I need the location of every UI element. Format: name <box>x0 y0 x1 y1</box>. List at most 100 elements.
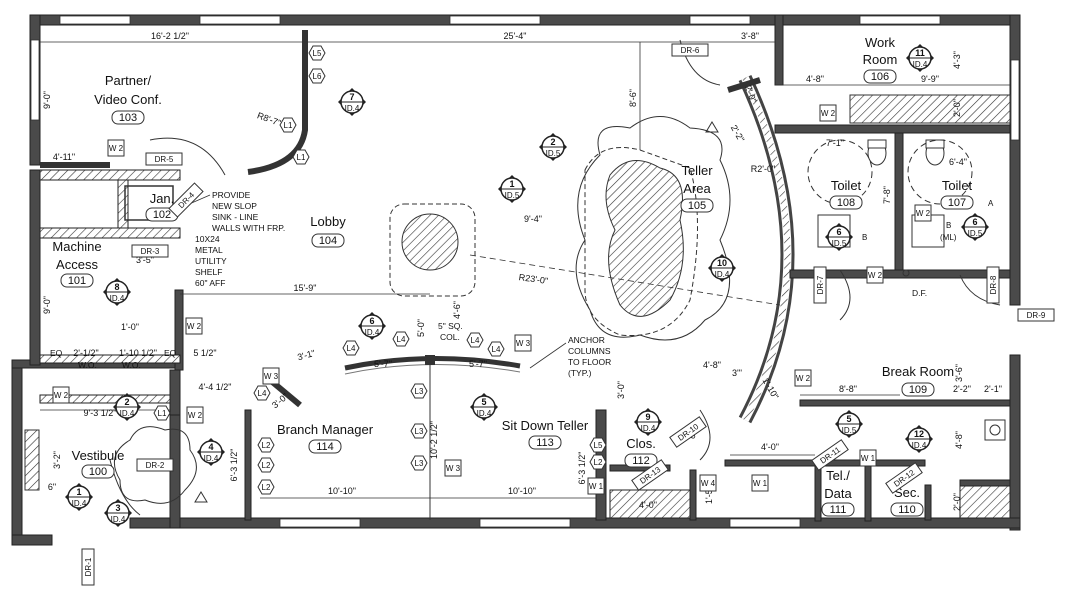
elevation-tag: L4 <box>342 340 360 356</box>
section-ref: ID.5 <box>968 229 983 238</box>
wall-tag: W 3 <box>444 459 462 477</box>
door-label: DR-8 <box>989 275 998 294</box>
room-number: 109 <box>909 384 927 396</box>
section-number: 6 <box>972 217 977 227</box>
door-tag: DR-8 <box>986 266 1000 304</box>
room-name: Room <box>863 52 898 67</box>
door-tag: DR-3 <box>131 244 169 258</box>
dimension-label: 4'-0" <box>761 442 779 452</box>
dimension-label: 4'-11" <box>53 152 75 162</box>
room-name: Teller <box>681 163 713 178</box>
elevation-label: L5 <box>594 441 603 450</box>
wall-tag: W 2 <box>185 317 203 335</box>
room-break-room: Break Room 109 <box>882 364 954 397</box>
room-name: Partner/ <box>105 73 152 88</box>
room-toilet-108: Toilet 108 <box>829 178 863 210</box>
dimension-label: R8'-7" <box>256 110 282 128</box>
dimension-label: 4'-8" <box>703 360 721 370</box>
note-line: 10X24 <box>195 234 220 244</box>
wall-tag-label: W 4 <box>701 479 716 488</box>
section-marker: 8ID.4 <box>103 278 131 306</box>
room-name: Vestibule <box>72 448 125 463</box>
room-number: 102 <box>153 209 171 221</box>
room-name: Clos. <box>626 436 656 451</box>
section-marker: 2ID.5 <box>539 133 567 161</box>
section-ref: ID.5 <box>842 426 857 435</box>
section-ref: ID.4 <box>345 104 360 113</box>
room-name: Video Conf. <box>94 92 162 107</box>
wall-tag: W 2 <box>52 386 70 404</box>
section-marker: 6ID.4 <box>358 312 386 340</box>
elevation-label: L3 <box>415 387 424 396</box>
dimension-label: 25'-4" <box>504 31 527 41</box>
wall-tag-label: W 2 <box>54 391 69 400</box>
dimension-label: 9'-0" <box>42 296 52 314</box>
door-tag: DR-6 <box>671 43 709 57</box>
dimension-label: 6" <box>48 482 56 492</box>
elevation-tag: L4 <box>392 331 410 347</box>
wall-tag-label: W 2 <box>109 144 124 153</box>
note-line: 60" AFF <box>195 278 225 288</box>
elevation-label: L2 <box>262 461 271 470</box>
elevation-label: L3 <box>415 459 424 468</box>
dimension-label: 3'-6" <box>954 364 964 382</box>
room-teller-area: Teller Area 105 <box>680 163 714 213</box>
dimension-label: 2'-1" <box>984 384 1002 394</box>
dimension-label: 8'-8" <box>839 384 857 394</box>
section-ref: ID.4 <box>365 328 380 337</box>
door-label: DR-2 <box>146 461 165 470</box>
dimension-label: 15'-9" <box>294 283 317 293</box>
elevation-tag: L1 <box>153 405 171 421</box>
door-tag: DR-1 <box>81 548 95 586</box>
dimension-label: 3'-0" <box>616 381 626 399</box>
note-line: (TYP.) <box>568 368 592 378</box>
wall-tag: W 2 <box>819 104 837 122</box>
note-line: NEW SLOP <box>212 201 257 211</box>
fixture-letter: (ML) <box>940 233 957 242</box>
elevation-tag: L2 <box>257 457 275 473</box>
room-name: Jan. <box>150 191 175 206</box>
drinking-fountain-icon <box>902 269 910 277</box>
note-line: UTILITY <box>195 256 227 266</box>
elevation-label: L4 <box>258 389 267 398</box>
dimension-label: 4'-8" <box>954 431 964 449</box>
elevation-label: L1 <box>297 153 306 162</box>
elevation-label: L4 <box>347 344 356 353</box>
dimension-label: 9'-9" <box>921 74 939 84</box>
wall-tag-label: W 3 <box>264 372 279 381</box>
section-marker: 1ID.5 <box>498 175 526 203</box>
wall-tag: W 1 <box>587 477 605 495</box>
dimension-labels: 16'-2 1/2" 25'-4" 3'-8" 4'-8" 4'-3" 9'-9… <box>42 31 1002 511</box>
note-line: COL. <box>440 332 460 342</box>
dimension-label: 16'-2 1/2" <box>151 31 189 41</box>
dimension-label: 3'" <box>732 368 742 378</box>
section-number: 5 <box>846 414 851 424</box>
room-name: Work <box>865 35 896 50</box>
room-machine-access: Machine Access 101 <box>52 239 102 288</box>
room-name: Area <box>683 181 711 196</box>
note-eq: EQ <box>164 348 177 358</box>
room-number: 110 <box>898 504 916 516</box>
room-tel-data: Tel./ Data 111 <box>821 468 855 517</box>
dimension-label: 3'-5" <box>136 255 154 265</box>
room-name: Branch Manager <box>277 422 374 437</box>
fixture-letter: B <box>946 221 951 230</box>
room-toilet-107: Toilet 107 <box>940 178 974 210</box>
section-ref: ID.4 <box>120 409 135 418</box>
revision-triangle-icon <box>194 491 208 503</box>
room-partner-video-conf: Partner/ Video Conf. 103 <box>94 73 162 125</box>
elevation-tag: L2 <box>589 454 607 470</box>
dimension-label: 8'-6" <box>628 89 638 107</box>
room-number: 101 <box>68 275 86 287</box>
note-line: WALLS WITH FRP. <box>212 223 285 233</box>
dimension-label: 3'-8" <box>741 31 759 41</box>
note-line: COLUMNS <box>568 346 611 356</box>
elevation-tag: L3 <box>410 455 428 471</box>
dimension-label: 9'-0" <box>42 91 52 109</box>
room-clos: Clos. 112 <box>624 436 658 468</box>
wall-tag: W 2 <box>186 406 204 424</box>
section-ref: ID.4 <box>715 270 730 279</box>
dimension-label: R2'-0" <box>751 164 775 174</box>
